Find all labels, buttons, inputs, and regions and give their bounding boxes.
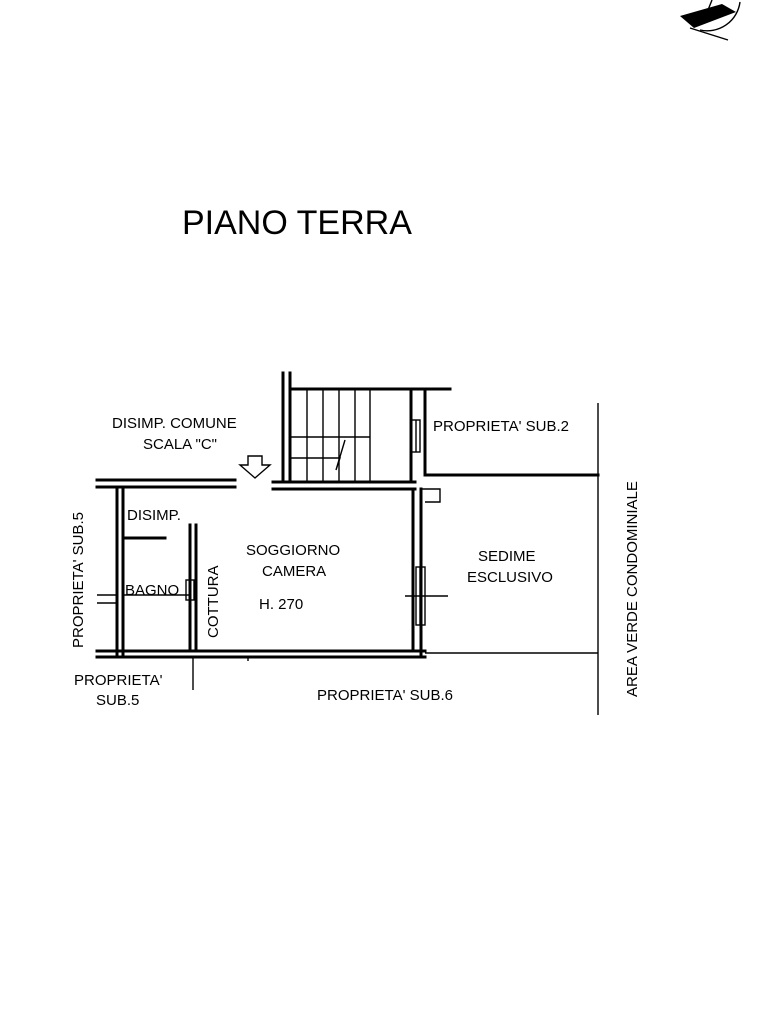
window-icon bbox=[410, 419, 421, 453]
label-proprieta-sub2: PROPRIETA' SUB.2 bbox=[433, 418, 569, 435]
staircase bbox=[290, 389, 371, 482]
window-icon bbox=[405, 566, 448, 626]
label-proprieta-sub5-vertical: PROPRIETA' SUB.5 bbox=[70, 512, 87, 648]
label-disimp-comune-line2: SCALA "C" bbox=[143, 436, 217, 453]
label-proprieta-sub5-bottom-line2: SUB.5 bbox=[96, 692, 139, 709]
label-sedime: SEDIME bbox=[478, 548, 536, 565]
compass-icon bbox=[680, 0, 741, 41]
label-esclusivo: ESCLUSIVO bbox=[467, 569, 553, 586]
label-disimp-comune-line1: DISIMP. COMUNE bbox=[112, 415, 237, 432]
entrance-arrow-icon bbox=[238, 455, 272, 479]
label-disimp: DISIMP. bbox=[127, 507, 181, 524]
window-icon bbox=[185, 579, 195, 601]
label-cottura: COTTURA bbox=[205, 566, 222, 639]
label-bagno: BAGNO bbox=[125, 582, 179, 599]
label-soggiorno: SOGGIORNO bbox=[246, 542, 340, 559]
label-proprieta-sub5-bottom-line1: PROPRIETA' bbox=[74, 672, 163, 689]
label-camera: CAMERA bbox=[262, 563, 326, 580]
label-proprieta-sub6: PROPRIETA' SUB.6 bbox=[317, 687, 453, 704]
label-area-verde: AREA VERDE CONDOMINIALE bbox=[624, 481, 641, 697]
plan-title: PIANO TERRA bbox=[182, 204, 412, 242]
label-height: H. 270 bbox=[259, 596, 303, 613]
